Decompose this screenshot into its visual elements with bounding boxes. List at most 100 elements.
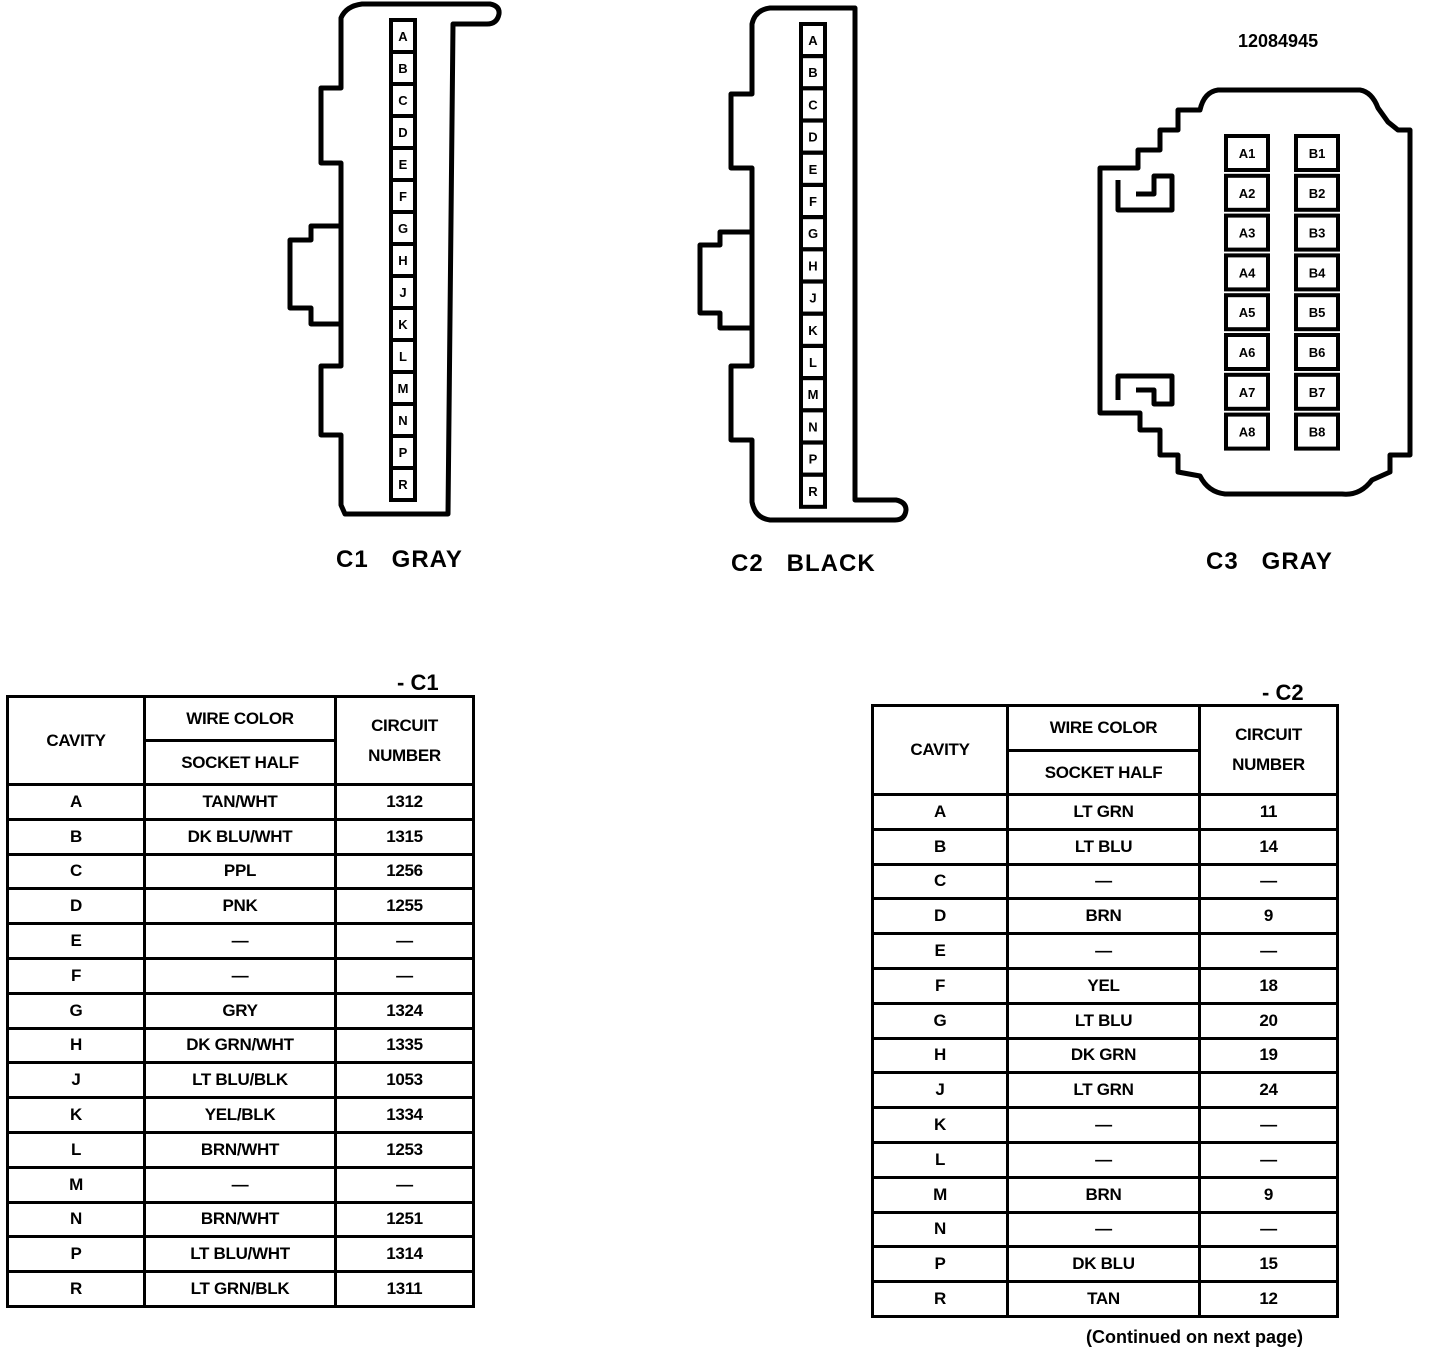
wire-color-cell: TAN [1006,1280,1201,1318]
wire-color-cell: LT GRN/BLK [143,1270,337,1308]
table-row: K—— [871,1106,1339,1144]
wire-color-cell: — [1006,1140,1201,1179]
circuit-number-cell: 1314 [334,1235,475,1274]
svg-text:G: G [808,226,818,241]
wire-color-header: WIRE COLOR [143,695,337,742]
svg-text:B5: B5 [1309,305,1326,320]
c1-pin-k: K [389,306,417,342]
c3-pin-b6: B6 [1294,333,1340,371]
cavity-cell: E [6,922,146,960]
wire-color-cell: PPL [143,852,337,891]
circuit-number-cell: 1311 [334,1270,475,1308]
circuit-number-cell: 14 [1198,827,1339,866]
c3-lower-latch [1115,373,1175,407]
c3-pin-b1: B1 [1294,134,1340,172]
c2-connector-label: C2 BLACK [731,550,876,577]
svg-text:A5: A5 [1239,305,1256,320]
cavity-cell: A [6,783,146,821]
cavity-cell: J [871,1071,1009,1110]
wire-color-cell: BRN [1006,1175,1201,1214]
cavity-cell: M [871,1175,1009,1214]
c2-pin-j: J [799,279,827,316]
circuit-number-cell: 24 [1198,1071,1339,1110]
svg-text:J: J [809,291,816,306]
circuit-number-cell: 1255 [334,887,475,926]
cavity-cell: E [871,932,1009,970]
svg-text:C: C [808,97,818,112]
table-row: E—— [871,932,1339,970]
circuit-number-cell: 15 [1198,1245,1339,1284]
c3-pin-b8: B8 [1294,412,1340,451]
c3-pin-a5: A5 [1224,293,1270,332]
c2-connector-outline [728,5,909,523]
c2-pin-f: F [799,183,827,219]
svg-text:N: N [398,413,407,428]
wire-color-cell: DK GRN/WHT [143,1026,337,1065]
wire-color-cell: DK BLU [1006,1245,1201,1284]
cavity-header: CAVITY [871,704,1009,796]
c1-pin-h: H [389,242,417,278]
table-row: N—— [871,1210,1339,1249]
c1-pin-f: F [389,178,417,214]
svg-text:B2: B2 [1309,186,1326,201]
socket-half-header: SOCKET HALF [143,739,337,786]
cavity-cell: L [871,1140,1009,1179]
circuit-number-cell: 1256 [334,852,475,891]
svg-text:A8: A8 [1239,425,1256,440]
wire-color-cell: — [1006,1210,1201,1249]
cavity-cell: H [6,1026,146,1065]
circuit-header-line1: CIRCUIT [371,715,438,735]
wire-color-cell: YEL [1006,966,1201,1005]
circuit-number-cell: 9 [1198,897,1339,936]
c3-pin-a3: A3 [1224,213,1270,252]
c3-pin-a7: A7 [1224,372,1270,411]
wire-color-cell: — [143,922,337,960]
cavity-cell: R [871,1280,1009,1318]
cavity-cell: B [6,817,146,856]
c3-pin-b5: B5 [1294,293,1340,332]
wire-color-cell: BRN [1006,897,1201,936]
circuit-header-line1: CIRCUIT [1235,725,1302,744]
table-row: L—— [871,1140,1339,1179]
wire-color-cell: DK GRN [1006,1036,1201,1075]
svg-text:A: A [398,29,408,44]
wire-color-cell: DK BLU/WHT [143,817,337,856]
svg-text:D: D [398,125,407,140]
circuit-header-line2: NUMBER [368,745,441,765]
c2-pin-h: H [799,247,827,284]
cavity-cell: K [6,1096,146,1134]
wire-color-cell: GRY [143,991,337,1030]
circuit-number-cell: 1312 [334,783,475,821]
svg-text:K: K [808,323,818,338]
c1-pin-p: P [389,434,417,470]
c3-pin-b4: B4 [1294,253,1340,292]
svg-text:B: B [808,65,817,80]
c2-pin-l: L [799,344,827,380]
table-row: M—— [6,1165,475,1204]
svg-text:L: L [399,349,407,364]
circuit-number-cell: — [1198,932,1339,970]
circuit-number-cell: — [334,1165,475,1204]
c2-connector-key [697,229,752,331]
svg-text:P: P [809,452,818,467]
svg-text:B3: B3 [1309,226,1326,241]
svg-text:B1: B1 [1309,146,1326,161]
wire-color-cell: — [1006,862,1201,901]
circuit-number-header: CIRCUIT NUMBER [1198,704,1339,796]
wire-color-cell: — [143,956,337,995]
svg-text:F: F [399,189,407,204]
wire-color-cell: LT BLU/WHT [143,1235,337,1274]
c1-pin-j: J [389,274,417,310]
c3-pin-b3: B3 [1294,213,1340,252]
cavity-cell: D [6,887,146,926]
circuit-number-cell: — [1198,1210,1339,1249]
